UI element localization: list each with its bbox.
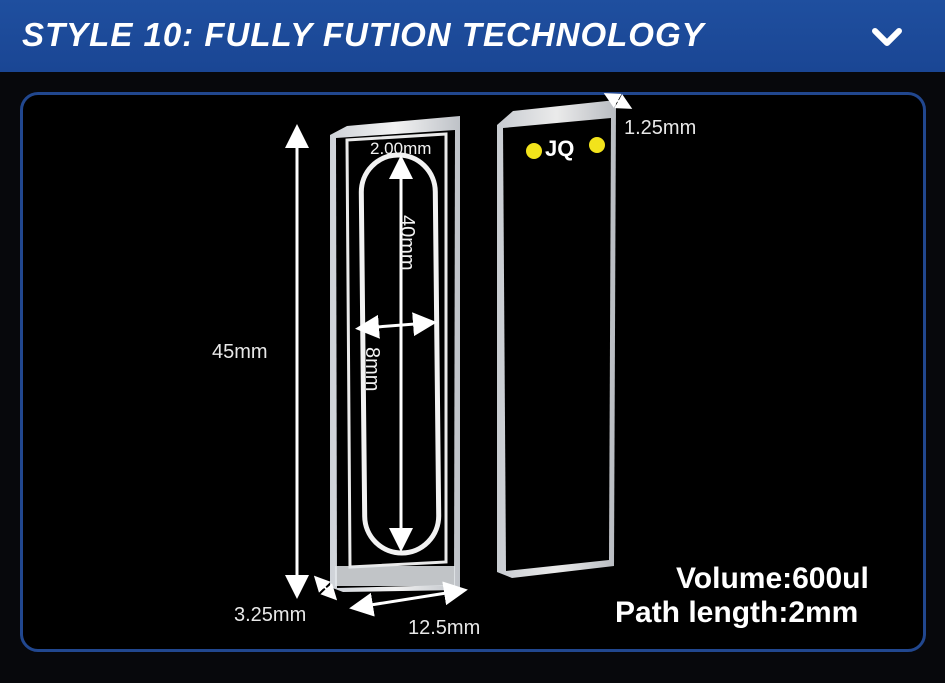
depth-label: 3.25mm: [234, 604, 307, 626]
height-label: 45mm: [212, 341, 268, 363]
depth-dimension-arrow: [313, 575, 338, 601]
product-frame: [20, 92, 926, 652]
wall-thickness-label: 1.25mm: [624, 117, 697, 139]
wall-thickness-arrow: [603, 93, 633, 109]
cuvette-side: [497, 100, 616, 578]
brand-dot-icon: [589, 137, 605, 153]
brand-mark: JQ: [545, 136, 575, 161]
path-length-spec: Path length:2mm: [615, 596, 859, 629]
chevron-down-icon[interactable]: [870, 20, 904, 54]
cuvette-front: [330, 116, 460, 592]
window-width-arrow: [355, 312, 437, 339]
page-header: STYLE 10: FULLY FUTION TECHNOLOGY: [0, 0, 945, 72]
width-label: 12.5mm: [408, 617, 481, 639]
window-height-label: 40mm: [396, 215, 418, 271]
inner-top-width-label: 2.00mm: [370, 139, 432, 158]
width-dimension-arrow: [349, 581, 468, 617]
volume-spec: Volume:600ul: [676, 562, 869, 595]
brand-dot-icon: [526, 143, 542, 159]
window-width-label: 8mm: [361, 347, 383, 391]
page-title: STYLE 10: FULLY FUTION TECHNOLOGY: [22, 16, 705, 53]
